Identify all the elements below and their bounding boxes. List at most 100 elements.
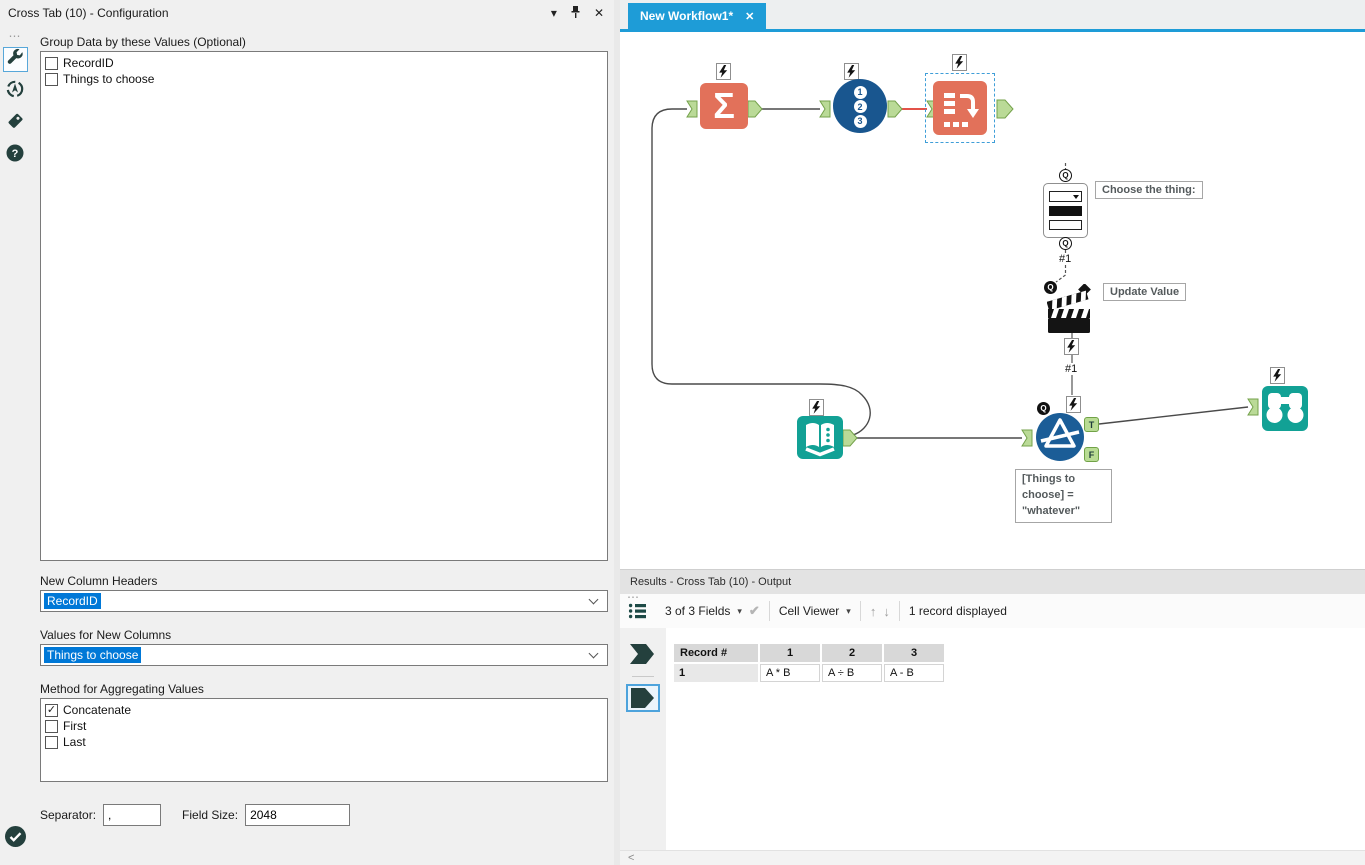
apply-check-icon[interactable] — [4, 825, 27, 853]
filter-icon — [1036, 411, 1084, 464]
filled-bar-glyph — [1049, 206, 1082, 216]
summarize-tool[interactable]: Σ — [700, 83, 748, 129]
output-anchor[interactable] — [842, 429, 858, 447]
output-anchor-selected[interactable] — [626, 684, 660, 712]
book-icon — [797, 423, 843, 463]
checkbox[interactable]: ✓ — [45, 703, 58, 717]
record-number-cell[interactable]: 1 — [674, 664, 758, 682]
scroll-down-icon[interactable]: ↓ — [883, 603, 890, 619]
grip-icon[interactable]: ⋯ — [8, 29, 22, 43]
value-cell[interactable]: A - B — [884, 664, 944, 682]
gauge-icon — [5, 79, 25, 104]
method-listbox[interactable]: ✓ Concatenate First Last — [40, 698, 608, 782]
scroll-left-icon[interactable]: < — [628, 852, 635, 864]
field-list-icon[interactable] — [626, 602, 656, 620]
method-last[interactable]: Last — [45, 734, 603, 750]
group-data-listbox[interactable]: RecordID Things to choose — [40, 51, 608, 561]
column-header[interactable]: 3 — [884, 644, 944, 662]
question-anchor[interactable]: Q — [1059, 237, 1072, 250]
method-first[interactable]: First — [45, 718, 603, 734]
value-cell[interactable]: A * B — [760, 664, 820, 682]
column-header[interactable]: 2 — [822, 644, 882, 662]
number-two-icon: 2 — [853, 100, 867, 113]
output-anchor[interactable] — [887, 100, 903, 118]
apply-fields-check-icon[interactable]: ✔ — [748, 603, 760, 618]
checkbox[interactable] — [45, 719, 58, 733]
crosstab-tool-selection[interactable] — [925, 73, 995, 143]
browse-tool[interactable] — [1262, 386, 1308, 431]
text-input-tool[interactable] — [797, 416, 843, 459]
horizontal-scrollbar[interactable]: < — [620, 850, 1365, 865]
lightning-icon — [952, 54, 967, 71]
lightning-icon — [844, 63, 859, 80]
column-header[interactable]: 1 — [760, 644, 820, 662]
workflow-canvas[interactable]: Σ 1 2 3 — [620, 32, 1365, 569]
separator-input[interactable] — [103, 804, 162, 826]
configuration-title: Cross Tab (10) - Configuration — [8, 6, 169, 20]
dropdown-tool[interactable] — [1043, 183, 1088, 238]
false-output-anchor[interactable]: F — [1084, 447, 1099, 462]
results-table[interactable]: Record # 1 2 3 1 A * B A ÷ B A - B — [672, 642, 946, 684]
question-anchor[interactable]: Q — [1037, 402, 1050, 415]
configuration-panel: Cross Tab (10) - Configuration ▾ ✕ ⋯ — [0, 0, 620, 865]
field-size-label: Field Size: — [182, 808, 239, 822]
lightning-icon — [716, 63, 731, 80]
output-anchor[interactable] — [747, 100, 763, 118]
checkbox[interactable] — [45, 72, 58, 86]
close-panel-icon[interactable]: ✕ — [593, 6, 604, 20]
wrench-icon — [5, 47, 25, 72]
checkbox[interactable] — [45, 735, 58, 749]
results-panel: Results - Cross Tab (10) - Output ⋯ 3 of… — [620, 569, 1365, 865]
crosstab-tool[interactable] — [933, 81, 987, 135]
new-column-headers-select[interactable]: RecordID — [40, 590, 608, 612]
filter-tool[interactable] — [1036, 413, 1084, 461]
configuration-tab-button[interactable] — [2, 47, 28, 72]
action-tool[interactable] — [1046, 283, 1093, 334]
dropdown-annotation[interactable]: Choose the thing: — [1095, 181, 1203, 199]
workflow-tab[interactable]: New Workflow1* ✕ — [628, 3, 767, 29]
input-anchor[interactable] — [1247, 398, 1259, 416]
output-anchor[interactable] — [996, 99, 1014, 119]
question-anchor[interactable]: Q — [1059, 169, 1072, 182]
connection-dropdown-to-action[interactable] — [1055, 163, 1067, 283]
input-anchor[interactable] — [686, 100, 698, 118]
configuration-content: Group Data by these Values (Optional) Re… — [30, 26, 614, 865]
checkbox[interactable] — [45, 56, 58, 70]
action-annotation[interactable]: Update Value — [1103, 283, 1187, 301]
input-anchor-icon[interactable] — [630, 644, 656, 669]
values-for-new-columns-label: Values for New Columns — [40, 628, 172, 642]
values-for-new-columns-select[interactable]: Things to choose — [40, 644, 608, 666]
connection-filter-true-to-browse[interactable] — [1098, 406, 1249, 425]
input-anchor[interactable] — [1021, 429, 1033, 447]
scroll-up-icon[interactable]: ↑ — [869, 603, 877, 619]
method-concatenate[interactable]: ✓ Concatenate — [45, 702, 603, 718]
filter-annotation[interactable]: [Things to choose] = "whatever" — [1015, 469, 1112, 523]
true-output-anchor[interactable]: T — [1084, 417, 1099, 432]
recordid-tool[interactable]: 1 2 3 — [833, 79, 887, 133]
method-label-text: Last — [63, 735, 86, 749]
annotation-tab-button[interactable] — [3, 111, 28, 136]
cell-viewer-selector[interactable]: Cell Viewer ▾ — [778, 604, 851, 618]
field-size-input[interactable] — [245, 804, 351, 826]
grip-icon[interactable]: ⋯ — [627, 590, 640, 604]
help-tab-button[interactable]: ? — [3, 143, 28, 168]
input-anchor[interactable] — [819, 100, 831, 118]
fields-selector[interactable]: 3 of 3 Fields ▾ ✔ — [665, 603, 760, 618]
table-row[interactable]: 1 A * B A ÷ B A - B — [674, 664, 944, 682]
group-item-things-to-choose[interactable]: Things to choose — [45, 71, 603, 87]
connection-number-label: #1 — [1063, 363, 1080, 375]
close-tab-icon[interactable]: ✕ — [745, 10, 755, 23]
group-item-recordid[interactable]: RecordID — [45, 55, 603, 71]
binoculars-icon — [1262, 393, 1308, 435]
column-header[interactable]: Record # — [674, 644, 758, 662]
question-anchor[interactable]: Q — [1044, 281, 1057, 294]
value-cell[interactable]: A ÷ B — [822, 664, 882, 682]
group-data-label: Group Data by these Values (Optional) — [40, 35, 246, 49]
combobox-glyph — [1049, 191, 1082, 202]
performance-tab-button[interactable] — [3, 79, 28, 104]
connection-textinput-to-summarize[interactable] — [651, 108, 871, 436]
pin-icon[interactable] — [570, 5, 581, 22]
group-item-label: RecordID — [63, 56, 114, 70]
panel-menu-caret-icon[interactable]: ▾ — [550, 6, 557, 20]
tag-icon — [5, 111, 25, 136]
